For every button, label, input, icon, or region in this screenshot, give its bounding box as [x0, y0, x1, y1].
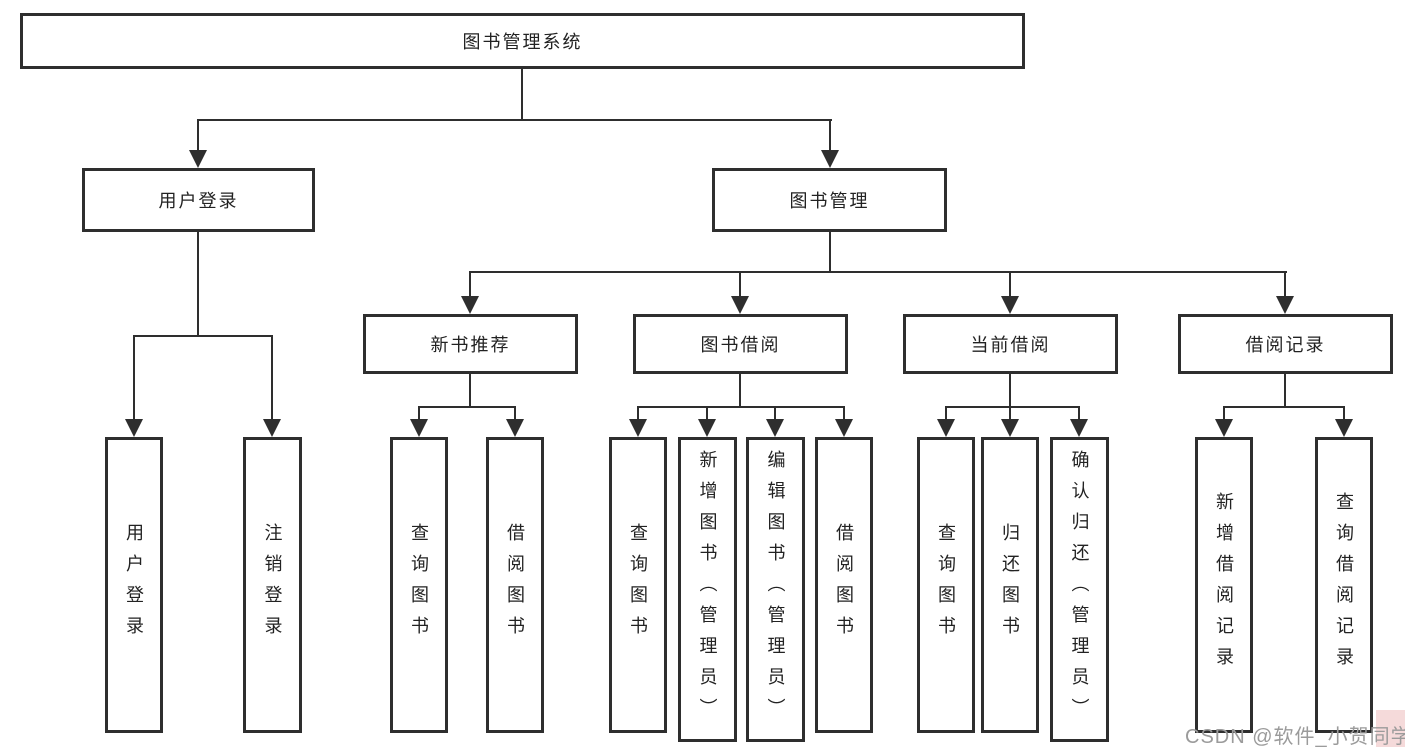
- leaf-newbooks-borrow: 借阅图书: [486, 437, 544, 733]
- node-user-login: 用户登录: [82, 168, 315, 232]
- connector-line: [637, 407, 639, 419]
- leaf-currentborrow-query-label: 查询图书: [936, 523, 956, 647]
- connector-line: [133, 335, 273, 337]
- connector-line: [843, 407, 845, 419]
- arrow-down-icon: [506, 419, 524, 437]
- connector-line: [1223, 407, 1225, 419]
- node-book-borrow: 图书借阅: [633, 314, 848, 374]
- node-book-mgmt: 图书管理: [712, 168, 947, 232]
- arrow-down-icon: [835, 419, 853, 437]
- connector-line: [774, 407, 776, 419]
- node-borrow-records: 借阅记录: [1178, 314, 1393, 374]
- node-root: 图书管理系统: [20, 13, 1025, 69]
- leaf-bookborrow-borrow-label: 借阅图书: [834, 523, 854, 647]
- connector-line: [1284, 374, 1286, 407]
- node-new-books: 新书推荐: [363, 314, 578, 374]
- leaf-currentborrow-return: 归还图书: [981, 437, 1039, 733]
- arrow-down-icon: [766, 419, 784, 437]
- connector-line: [197, 120, 199, 150]
- connector-line: [829, 232, 831, 272]
- leaf-logout: 注销登录: [243, 437, 302, 733]
- node-book-mgmt-label: 图书管理: [789, 191, 870, 211]
- connector-line: [197, 232, 199, 336]
- connector-line: [521, 69, 523, 120]
- connector-line: [945, 407, 947, 419]
- watermark-accent: [1376, 710, 1405, 747]
- node-borrow-records-label: 借阅记录: [1245, 335, 1326, 355]
- leaf-newbooks-query: 查询图书: [390, 437, 448, 733]
- connector-line: [1284, 272, 1286, 296]
- arrow-down-icon: [461, 296, 479, 314]
- connector-line: [1009, 272, 1011, 296]
- leaf-user-login-label: 用户登录: [124, 523, 144, 647]
- arrow-down-icon: [821, 150, 839, 168]
- arrow-down-icon: [189, 150, 207, 168]
- leaf-user-login: 用户登录: [105, 437, 163, 733]
- connector-line: [706, 407, 708, 419]
- connector-line: [829, 120, 831, 150]
- leaf-bookborrow-query-label: 查询图书: [628, 523, 648, 647]
- leaf-bookborrow-edit: 编辑图书（管理员）: [746, 437, 805, 742]
- arrow-down-icon: [1070, 419, 1088, 437]
- leaf-newbooks-borrow-label: 借阅图书: [505, 523, 525, 647]
- connector-line: [1343, 407, 1345, 419]
- arrow-down-icon: [125, 419, 143, 437]
- arrow-down-icon: [1215, 419, 1233, 437]
- connector-line: [945, 406, 1080, 408]
- leaf-currentborrow-confirm: 确认归还（管理员）: [1050, 437, 1109, 742]
- connector-line: [637, 406, 845, 408]
- leaf-bookborrow-edit-label: 编辑图书（管理员）: [765, 450, 786, 729]
- leaf-logout-label: 注销登录: [262, 523, 283, 647]
- connector-line: [514, 407, 516, 419]
- arrow-down-icon: [698, 419, 716, 437]
- leaf-currentborrow-confirm-label: 确认归还（管理员）: [1069, 450, 1090, 729]
- connector-line: [271, 336, 273, 419]
- arrow-down-icon: [731, 296, 749, 314]
- arrow-down-icon: [1276, 296, 1294, 314]
- connector-line: [469, 272, 471, 296]
- connector-line: [469, 374, 471, 407]
- node-new-books-label: 新书推荐: [430, 335, 511, 355]
- node-current-borrow: 当前借阅: [903, 314, 1118, 374]
- connector-line: [133, 336, 135, 419]
- connector-line: [739, 374, 741, 407]
- connector-line: [1009, 374, 1011, 407]
- leaf-records-add-label: 新增借阅记录: [1214, 492, 1234, 678]
- leaf-newbooks-query-label: 查询图书: [409, 523, 429, 647]
- node-root-label: 图书管理系统: [462, 32, 583, 52]
- watermark: CSDN @软件_小贺同学: [1185, 726, 1405, 747]
- node-current-borrow-label: 当前借阅: [970, 335, 1051, 355]
- leaf-currentborrow-query: 查询图书: [917, 437, 975, 733]
- leaf-bookborrow-query: 查询图书: [609, 437, 667, 733]
- leaf-bookborrow-add: 新增图书（管理员）: [678, 437, 737, 742]
- arrow-down-icon: [263, 419, 281, 437]
- arrow-down-icon: [1001, 296, 1019, 314]
- leaf-records-query-label: 查询借阅记录: [1334, 492, 1354, 678]
- connector-line: [418, 407, 420, 419]
- connector-line: [469, 271, 1287, 273]
- connector-line: [197, 119, 832, 121]
- connector-line: [1223, 406, 1345, 408]
- connector-line: [1078, 407, 1080, 419]
- leaf-bookborrow-borrow: 借阅图书: [815, 437, 873, 733]
- leaf-records-add: 新增借阅记录: [1195, 437, 1253, 733]
- arrow-down-icon: [1335, 419, 1353, 437]
- leaf-currentborrow-return-label: 归还图书: [1000, 523, 1020, 647]
- node-user-login-label: 用户登录: [158, 191, 239, 211]
- node-book-borrow-label: 图书借阅: [700, 335, 781, 355]
- arrow-down-icon: [629, 419, 647, 437]
- connector-line: [418, 406, 516, 408]
- arrow-down-icon: [1001, 419, 1019, 437]
- leaf-bookborrow-add-label: 新增图书（管理员）: [697, 450, 718, 729]
- leaf-records-query: 查询借阅记录: [1315, 437, 1373, 733]
- arrow-down-icon: [410, 419, 428, 437]
- arrow-down-icon: [937, 419, 955, 437]
- connector-line: [739, 272, 741, 296]
- connector-line: [1009, 407, 1011, 419]
